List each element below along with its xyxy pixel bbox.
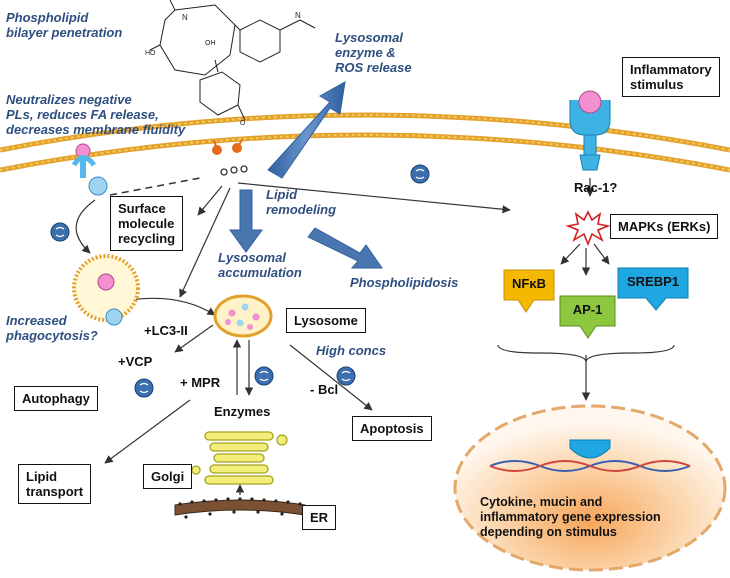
tf-srebp1-label: SREBP1	[626, 274, 680, 289]
vesicle-dots	[220, 165, 248, 176]
lipid-remodeling-label: Lipid remodeling	[266, 187, 337, 217]
plasma-membrane	[0, 112, 730, 173]
increased-phagocytosis-label: Increased phagocytosis?	[6, 313, 98, 343]
bcl-label: - Bcl	[310, 382, 339, 397]
golgi-icon	[191, 431, 288, 485]
lc3-label: +LC3-II	[144, 323, 188, 338]
svg-text:OH: OH	[205, 40, 216, 47]
lysosomal-release-arrow	[267, 81, 346, 179]
tf-srebp1-icon	[617, 267, 689, 311]
lysosomal-accumulation-arrow	[229, 189, 263, 253]
high-concs-label: High concs	[316, 343, 387, 358]
inhibitor-icons	[50, 164, 430, 398]
inflammatory-stimulus-box: Inflammatory stimulus	[622, 57, 720, 97]
mapks-box: MAPKs (ERKs)	[610, 214, 719, 239]
vcp-label: +VCP	[118, 354, 153, 369]
golgi-box: Golgi	[143, 464, 193, 489]
star-burst-icon	[565, 210, 611, 247]
drug-molecule-icon: N N HO OH O	[145, 0, 316, 127]
phospholipidosis-arrow	[307, 227, 383, 269]
phospholipid-penetration-label: Phospholipid bilayer penetration	[6, 10, 123, 40]
lysosomal-accumulation-label: Lysosomal accumulation	[218, 250, 302, 280]
lysosome-icon	[213, 294, 273, 338]
apoptosis-box: Apoptosis	[352, 416, 432, 441]
tf-nfkb-label: NFκB	[512, 276, 546, 291]
rac1-label: Rac-1?	[574, 180, 618, 195]
lysosome-box: Lysosome	[286, 308, 366, 333]
er-box: ER	[302, 505, 337, 530]
dashed-membrane-line	[109, 177, 201, 196]
autophagy-box: Autophagy	[14, 386, 98, 411]
svg-text:N: N	[182, 13, 188, 22]
nucleus-icon	[453, 404, 727, 572]
thin-arrows	[75, 178, 610, 495]
surface-recycling-box: Surface molecule recycling	[110, 196, 184, 251]
gene-expression-text: Cytokine, mucin and inflammatory gene ex…	[480, 495, 661, 539]
right-receptor-icon	[569, 90, 611, 171]
tf-ap1-icon	[559, 295, 616, 339]
enzymes-label: Enzymes	[214, 404, 271, 419]
lysosomal-release-label: Lysosomal enzyme & ROS release	[335, 30, 412, 75]
left-receptor-icon	[71, 143, 108, 196]
lipid-transport-box: Lipid transport	[18, 464, 92, 504]
convergence-bracket	[497, 344, 675, 363]
svg-text:HO: HO	[145, 50, 156, 57]
svg-text:N: N	[295, 11, 301, 20]
phagocytic-vesicle-icon	[72, 254, 140, 326]
mpr-label: + MPR	[180, 375, 221, 390]
svg-text:O: O	[240, 120, 246, 127]
er-icon	[174, 497, 306, 519]
neutralizes-label: Neutralizes negative PLs, reduces FA rel…	[6, 92, 186, 137]
tf-ap1-label: AP-1	[572, 302, 603, 317]
drug-in-membrane-icon	[212, 139, 243, 155]
tf-nfkb-icon	[503, 269, 555, 313]
phospholipidosis-label: Phospholipidosis	[350, 275, 459, 290]
